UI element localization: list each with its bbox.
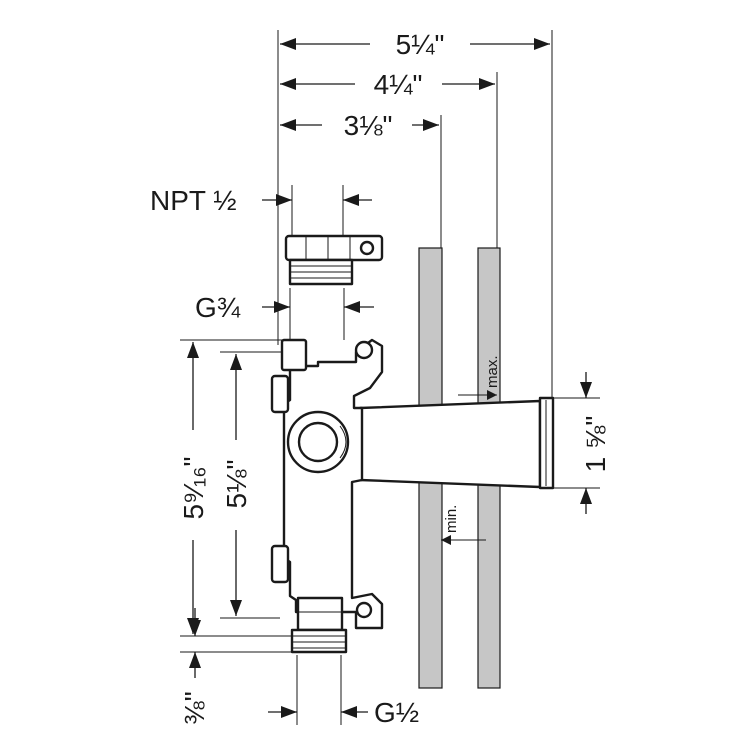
extension-lines bbox=[180, 30, 600, 725]
dim-mid-width: 4¼" bbox=[280, 69, 495, 100]
valve-body bbox=[270, 338, 384, 632]
label-g-bottom: G½ bbox=[374, 697, 419, 728]
dim-height-outer: 5⁹⁄₁₆" bbox=[178, 342, 209, 634]
dim-overall-width: 5¼" bbox=[280, 29, 550, 60]
label-g-top: G¾ bbox=[195, 292, 241, 323]
label-min: min. bbox=[443, 505, 460, 533]
label-max: max. bbox=[484, 355, 501, 388]
dim-height-inner: 5⅛" bbox=[221, 354, 252, 616]
top-cap-fitting bbox=[284, 234, 384, 286]
bottom-fitting bbox=[290, 628, 348, 654]
label-outlet-diameter: 1 ⅝" bbox=[580, 416, 611, 473]
dim-npt: NPT ½ bbox=[150, 185, 372, 216]
dim-g-bottom: G½ bbox=[268, 697, 419, 728]
dim-g-top: G¾ bbox=[195, 292, 374, 323]
outlet-pipe bbox=[358, 396, 555, 490]
label-npt: NPT ½ bbox=[150, 185, 237, 216]
label-height-outer: 5⁹⁄₁₆" bbox=[178, 457, 209, 520]
label-height-inner: 5⅛" bbox=[221, 460, 252, 509]
min-annotation: min. bbox=[441, 505, 486, 545]
max-annotation: max. bbox=[458, 355, 501, 400]
dim-bottom-offset: ⅜" bbox=[179, 608, 210, 725]
dim-outlet-diameter: 1 ⅝" bbox=[580, 372, 611, 514]
label-inner-width: 3⅛" bbox=[344, 110, 393, 141]
label-mid-width: 4¼" bbox=[374, 69, 423, 100]
label-bottom-offset: ⅜" bbox=[179, 691, 210, 724]
dim-inner-width: 3⅛" bbox=[280, 110, 439, 141]
label-overall-width: 5¼" bbox=[396, 29, 445, 60]
